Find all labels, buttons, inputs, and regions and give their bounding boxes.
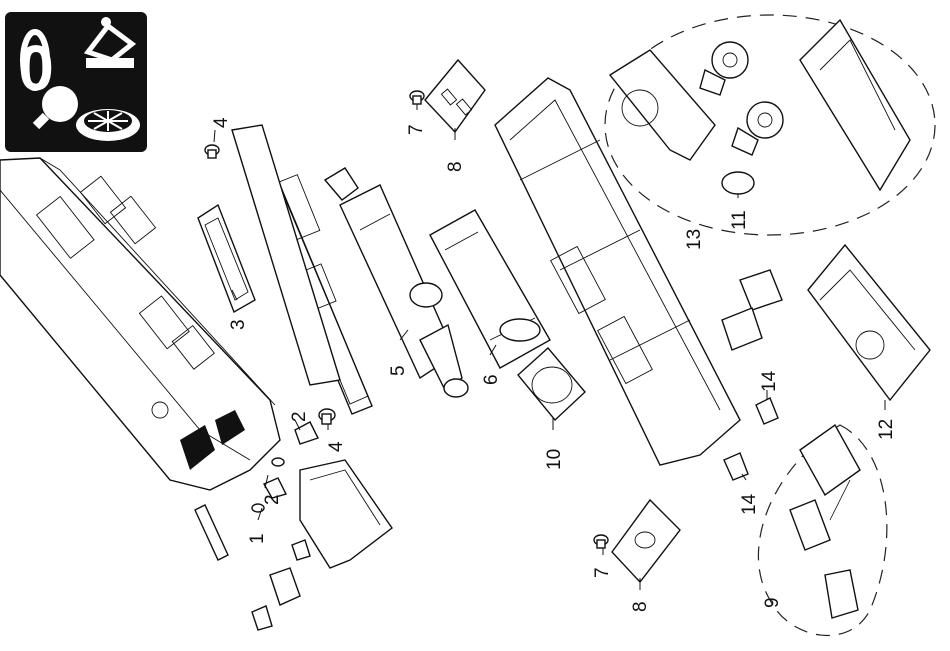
label-part-4-top: 4 xyxy=(211,117,232,128)
front-coupler-housing xyxy=(300,460,392,568)
pickup-14-lower xyxy=(724,453,748,480)
coupler-rod xyxy=(195,505,228,560)
label-part-12: 12 xyxy=(876,419,897,440)
screw-7-top xyxy=(410,91,424,104)
label-part-14-upper: 14 xyxy=(759,370,780,392)
label-part-9: 9 xyxy=(762,597,783,608)
coupler-box-9 xyxy=(790,425,860,618)
label-part-6: 6 xyxy=(481,374,502,385)
weight-plate xyxy=(518,348,585,420)
screw-7-bottom xyxy=(594,535,608,548)
label-part-7-top: 7 xyxy=(406,124,427,135)
label-part-13: 13 xyxy=(684,229,705,250)
label-part-11: 11 xyxy=(729,210,750,230)
contact-plate-bottom xyxy=(612,500,680,582)
screw-4-top xyxy=(205,145,219,158)
bogie-truck-12 xyxy=(808,245,930,400)
label-part-7-bottom: 7 xyxy=(592,567,613,578)
label-part-5: 5 xyxy=(388,365,409,376)
label-part-10: 10 xyxy=(544,449,565,470)
service-badge: 0 xyxy=(5,12,147,152)
motor-brush-holders xyxy=(722,270,782,350)
ring-icon xyxy=(76,109,140,141)
label-part-3: 3 xyxy=(228,319,249,330)
wheelset-lower xyxy=(732,102,783,155)
label-part-8-top: 8 xyxy=(445,161,466,172)
wheelset-upper xyxy=(700,42,748,95)
clip-2-upper xyxy=(295,422,318,444)
coupler-hooks xyxy=(252,540,310,630)
traction-tire xyxy=(722,172,754,194)
pickup-14-upper xyxy=(756,398,778,424)
pcb-connector-strip xyxy=(232,125,340,385)
label-part-14-lower: 14 xyxy=(739,493,760,515)
circuit-board-lower xyxy=(198,205,255,312)
label-part-4-bottom: 4 xyxy=(326,441,347,452)
label-part-1: 1 xyxy=(247,533,268,544)
label-part-2-upper: 2 xyxy=(289,411,310,422)
screw-4-bottom xyxy=(319,409,335,424)
pin-small xyxy=(272,458,284,466)
label-part-8-bottom: 8 xyxy=(630,601,651,612)
label-part-2-lower: 2 xyxy=(262,494,283,505)
bogie-truck-upper xyxy=(610,50,715,160)
bogie-gear-housing xyxy=(800,20,910,190)
contact-plate-top xyxy=(425,60,485,132)
